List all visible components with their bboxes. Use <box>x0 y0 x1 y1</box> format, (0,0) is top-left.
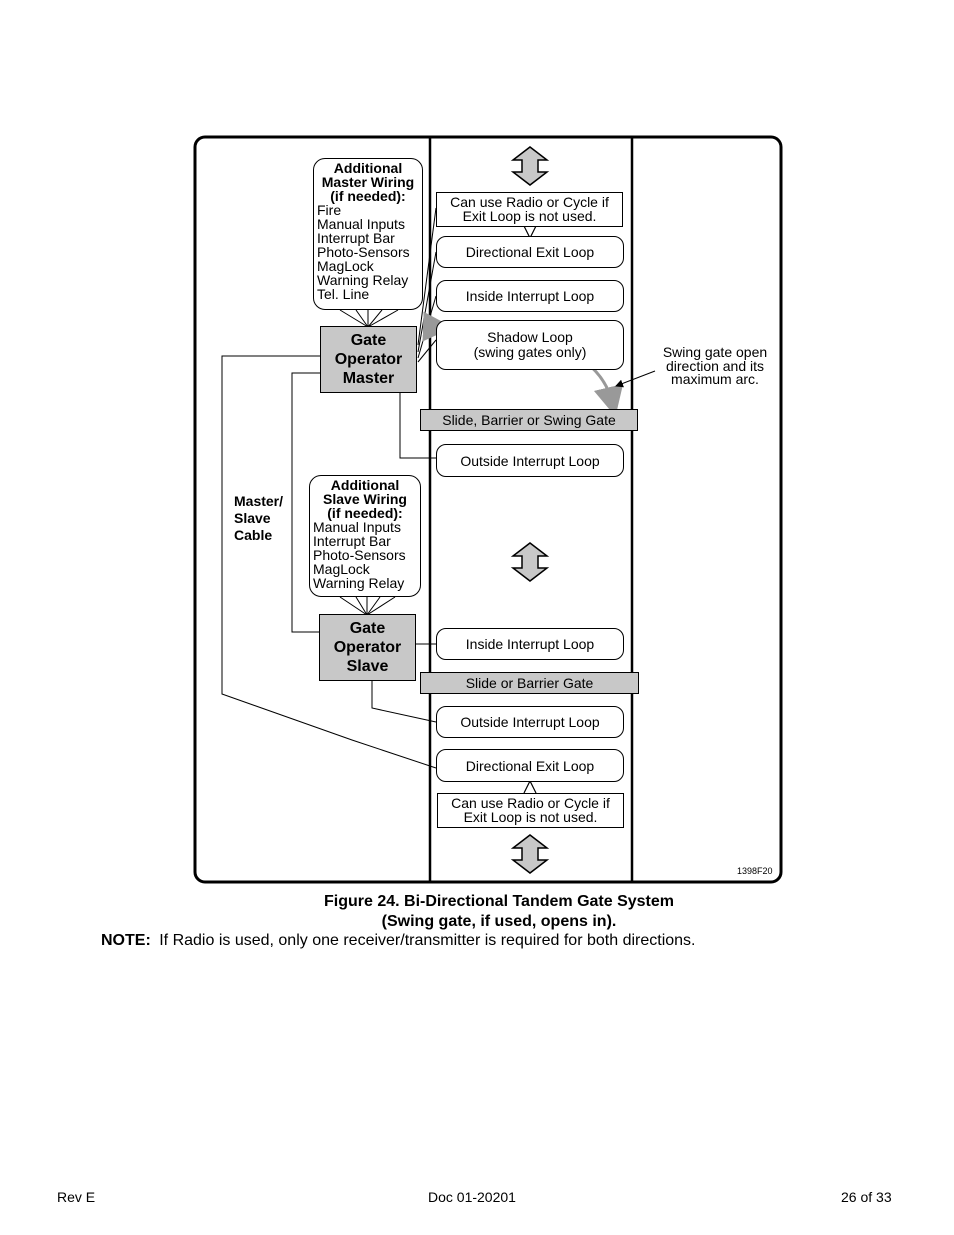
slave-wiring-item: Interrupt Bar <box>313 533 391 549</box>
direction-arrow-bottom <box>510 834 550 874</box>
master-wiring-title-1: Additional <box>333 160 403 176</box>
master-wiring-box: Additional Master Wiring (if needed): Fi… <box>313 158 423 310</box>
note-text: If Radio is used, only one receiver/tran… <box>159 932 696 949</box>
master-wiring-item: Warning Relay <box>317 272 409 288</box>
slave-wiring-item: Manual Inputs <box>313 519 401 535</box>
master-wiring-item: Interrupt Bar <box>317 230 395 246</box>
bottom-note-pointer <box>523 779 537 794</box>
slave-gate: Slide or Barrier Gate <box>420 672 639 694</box>
inside-interrupt-loop-slave: Inside Interrupt Loop <box>436 628 624 660</box>
direction-arrow-top <box>510 146 550 186</box>
cable-label-line: Cable <box>234 527 273 543</box>
slave-wiring-item: Warning Relay <box>313 575 405 591</box>
slave-wiring-connectors <box>339 596 437 723</box>
top-note-line: Exit Loop is not used. <box>462 208 597 224</box>
bottom-radio-note: Can use Radio or Cycle if Exit Loop is n… <box>437 793 624 828</box>
shadow-loop: Shadow Loop (swing gates only) <box>436 320 624 370</box>
slave-operator-line: Operator <box>333 639 402 656</box>
outside-interrupt-loop-master: Outside Interrupt Loop <box>436 444 624 477</box>
caption-line-1: Figure 24. Bi-Directional Tandem Gate Sy… <box>323 893 675 910</box>
master-slave-cable-label: Master/ Slave Cable <box>234 493 283 544</box>
gate-operator-master: Gate Operator Master <box>320 326 417 393</box>
top-radio-note: Can use Radio or Cycle if Exit Loop is n… <box>436 192 623 227</box>
outside-interrupt-loop-slave: Outside Interrupt Loop <box>436 706 624 738</box>
caption-line-2: (Swing gate, if used, opens in). <box>381 913 617 930</box>
swing-note-line: maximum arc. <box>671 371 759 387</box>
diagram-frame <box>193 135 783 884</box>
directional-exit-loop-bottom: Directional Exit Loop <box>436 749 624 782</box>
bottom-note-line: Can use Radio or Cycle if <box>451 795 610 811</box>
swing-note-line: direction and its <box>665 357 765 374</box>
footer-document-number: Doc 01-20201 <box>428 1189 516 1205</box>
master-wiring-item: Fire <box>317 202 342 218</box>
master-wiring-connectors <box>339 207 437 459</box>
swing-note-line: Swing gate open <box>662 344 768 360</box>
note-label: NOTE: <box>101 932 151 949</box>
inside-interrupt-loop-master: Inside Interrupt Loop <box>436 280 624 312</box>
master-slave-cable <box>221 355 437 769</box>
master-wiring-item: Manual Inputs <box>317 216 405 232</box>
slave-wiring-title-1: Additional <box>330 477 400 493</box>
master-wiring-item: Photo-Sensors <box>317 244 410 260</box>
slave-wiring-box: Additional Slave Wiring (if needed): Man… <box>309 475 421 597</box>
footer-revision: Rev E <box>57 1189 96 1205</box>
master-wiring-item: MagLock <box>317 258 374 274</box>
master-wiring-item: Tel. Line <box>317 286 370 302</box>
master-operator-line: Master <box>342 370 395 387</box>
cable-label-line: Slave <box>234 510 271 526</box>
master-wiring-title-2: Master Wiring <box>321 174 415 190</box>
slave-wiring-title-3: (if needed): <box>327 505 403 521</box>
footer-page-number: 26 of 33 <box>841 1189 892 1205</box>
slave-operator-line: Gate <box>349 620 386 637</box>
note-paragraph: NOTE: If Radio is used, only one receive… <box>101 931 695 951</box>
direction-arrow-middle <box>510 542 550 582</box>
master-operator-line: Gate <box>350 332 387 349</box>
slave-wiring-item: Photo-Sensors <box>313 547 406 563</box>
shadow-loop-line: Shadow Loop <box>487 329 573 345</box>
top-note-line: Can use Radio or Cycle if <box>450 194 609 210</box>
swing-gate-note: Swing gate open direction and its maximu… <box>652 344 778 387</box>
cable-label-line: Master/ <box>234 493 284 509</box>
directional-exit-loop-top: Directional Exit Loop <box>436 236 624 268</box>
gate-operator-slave: Gate Operator Slave <box>319 614 416 681</box>
bottom-note-line: Exit Loop is not used. <box>463 809 598 825</box>
master-operator-line: Operator <box>334 351 403 368</box>
figure-code: 1398F20 <box>737 866 773 876</box>
shadow-loop-line: (swing gates only) <box>473 344 587 360</box>
swing-note-pointer <box>615 370 656 388</box>
slave-wiring-item: MagLock <box>313 561 370 577</box>
master-gate: Slide, Barrier or Swing Gate <box>420 409 638 431</box>
slave-operator-line: Slave <box>346 658 389 675</box>
figure-caption: Figure 24. Bi-Directional Tandem Gate Sy… <box>0 892 954 932</box>
slave-wiring-title-2: Slave Wiring <box>323 491 407 507</box>
master-wiring-title-3: (if needed): <box>330 188 406 204</box>
